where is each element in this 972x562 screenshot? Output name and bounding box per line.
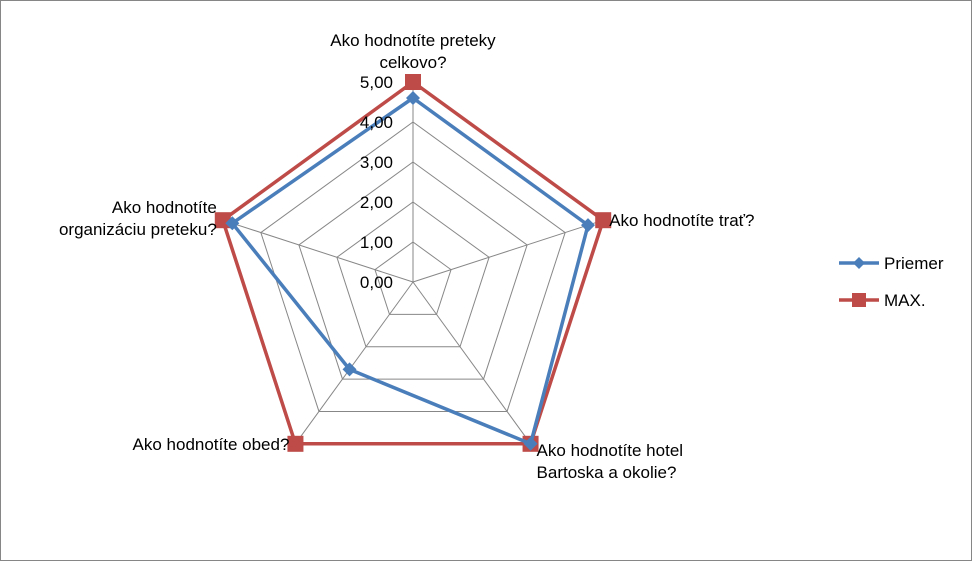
category-label: Ako hodnotíte obed? bbox=[133, 435, 290, 454]
series-line bbox=[221, 80, 605, 446]
grid-spoke bbox=[412, 281, 531, 445]
tick-label: 0,00 bbox=[360, 273, 393, 292]
category-label: Ako hodnotíte trať? bbox=[609, 211, 754, 230]
category-label: Ako hodnotíte bbox=[112, 198, 217, 217]
legend-label: MAX. bbox=[884, 291, 926, 310]
category-label: organizáciu preteku? bbox=[59, 220, 217, 239]
radial-axis-ticks: 0,00 1,00 2,00 3,00 4,00 5,00 bbox=[360, 73, 393, 292]
legend-entry: MAX. bbox=[839, 291, 926, 310]
category-label: Ako hodnotíte preteky bbox=[330, 31, 496, 50]
category-label: Bartoska a okolie? bbox=[537, 463, 677, 482]
legend-marker bbox=[853, 257, 865, 269]
grid-ring bbox=[298, 161, 528, 380]
category-labels: Ako hodnotíte preteky celkovo? Ako hodnotí… bbox=[59, 31, 755, 482]
radar-series bbox=[214, 74, 612, 452]
tick-label: 4,00 bbox=[360, 113, 393, 132]
grid-ring bbox=[260, 121, 566, 412]
series-priemer bbox=[225, 91, 595, 451]
grid-ring bbox=[336, 201, 490, 348]
grid-spoke bbox=[222, 219, 414, 283]
grid-spoke bbox=[295, 281, 414, 445]
data-point bbox=[405, 74, 421, 90]
data-point bbox=[580, 218, 595, 233]
data-point bbox=[523, 436, 538, 451]
data-point bbox=[406, 91, 420, 105]
data-point bbox=[287, 435, 304, 452]
series-max bbox=[214, 74, 612, 452]
tick-label: 2,00 bbox=[360, 193, 393, 212]
legend-entry: Priemer bbox=[839, 254, 944, 273]
series-line bbox=[230, 96, 590, 446]
category-label: celkovo? bbox=[379, 53, 446, 72]
grid-ring bbox=[374, 241, 452, 315]
tick-label: 1,00 bbox=[360, 233, 393, 252]
data-point bbox=[342, 362, 357, 377]
tick-label: 5,00 bbox=[360, 73, 393, 92]
data-point bbox=[225, 216, 240, 231]
data-point bbox=[595, 212, 612, 229]
tick-label: 3,00 bbox=[360, 153, 393, 172]
grid-spoke bbox=[412, 219, 604, 283]
legend-marker bbox=[852, 293, 866, 307]
legend-label: Priemer bbox=[884, 254, 944, 273]
category-label: Ako hodnotíte hotel bbox=[537, 441, 684, 460]
